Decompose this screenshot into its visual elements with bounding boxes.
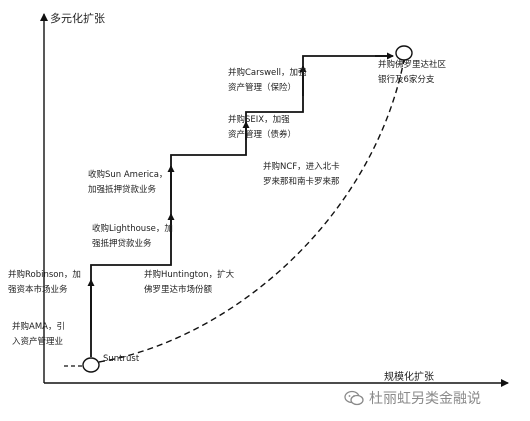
milestone-label: 并购Carswell，加强 资产管理（保险） [228, 68, 307, 93]
start-node [82, 357, 100, 373]
milestone-label: 并购AMA，引 入资产管理业 [12, 322, 65, 347]
watermark: 杜丽虹另类金融说 [344, 388, 481, 408]
dashed-trajectory-curve [98, 59, 405, 363]
y-axis-label: 多元化扩张 [50, 12, 105, 25]
staircase-line [90, 55, 390, 357]
milestone-label: 并购SEIX，加强 资产管理（债券） [228, 115, 297, 140]
end-node [395, 45, 413, 61]
milestone-label: 收购Lighthouse，加 强抵押贷款业务 [92, 224, 173, 249]
x-axis-label: 规模化扩张 [384, 372, 434, 383]
milestone-label: 收购Sun America， 加强抵押贷款业务 [88, 170, 168, 195]
growth-staircase [90, 55, 390, 357]
wechat-icon [344, 390, 364, 406]
milestone-label: 并购Huntington，扩大 佛罗里达市场份额 [144, 270, 235, 295]
milestone-label: 并购NCF，进入北卡 罗来那和南卡罗来那 [263, 162, 340, 187]
milestone-label: 并购Robinson，加 强资本市场业务 [8, 270, 81, 295]
watermark-text: 杜丽虹另类金融说 [369, 391, 481, 407]
milestone-label: 并购佛罗里达社区 银行及6家分支 [378, 60, 447, 85]
start-label: Suntrust [103, 354, 140, 364]
